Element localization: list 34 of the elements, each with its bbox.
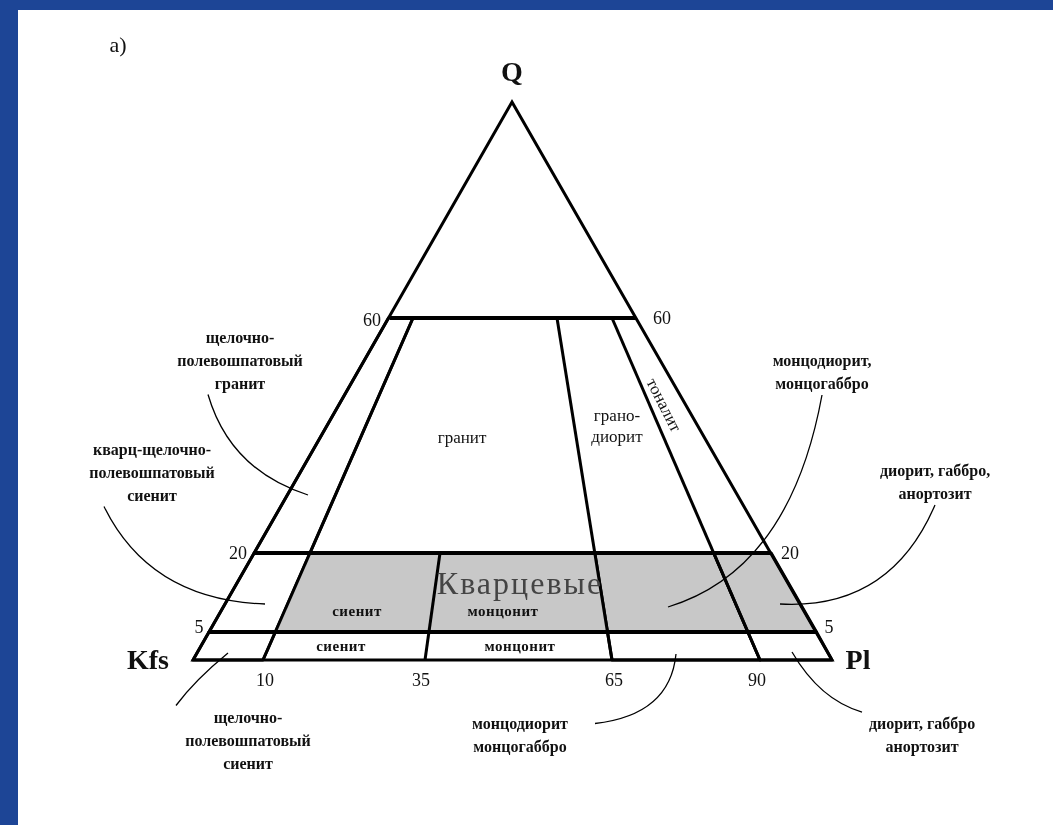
scale-value: 35 [412, 669, 430, 691]
rock-name-label: монцодиорит, монцогаббро [732, 349, 912, 395]
leader-line [779, 504, 936, 605]
field-label: монцонит [467, 601, 539, 621]
rock-name-label: монцодиорит монцогаббро [445, 712, 595, 758]
scale-value: 5 [824, 616, 834, 638]
rock-name-label: щелочно-полевошпатовый сиенит [168, 705, 328, 775]
rock-name-label: щелочно-полевошпатовый гранит [160, 325, 320, 395]
scale-value: 60 [363, 309, 381, 331]
rock-name-label: кварц-щелочно-полевошпатовый сиенит [72, 437, 232, 507]
leader-line [207, 393, 309, 496]
field-label: монцонит [484, 636, 556, 656]
scale-value: 65 [605, 669, 623, 691]
leader-line [594, 653, 677, 725]
caption-letter: a) [109, 32, 127, 58]
leader-line [175, 652, 229, 707]
scale-value: 20 [781, 542, 799, 564]
field-label: грано-диорит [590, 405, 644, 447]
vertex-label: Q [501, 56, 523, 88]
field-label: гранит [437, 426, 487, 448]
rock-name-label: диорит, габбро, анортозит [870, 459, 1000, 505]
scale-value: 90 [748, 669, 766, 691]
rock-name-label: диорит, габбро анортозит [847, 712, 997, 758]
leader-line [791, 651, 863, 713]
leader-line [103, 505, 266, 605]
field-label: сиенит [332, 601, 382, 621]
scale-value: 5 [194, 616, 204, 638]
vertex-label: Pl [845, 644, 871, 676]
scale-value: 10 [256, 669, 274, 691]
scale-value: 20 [229, 542, 247, 564]
leader-line [667, 394, 823, 608]
vertex-label: Kfs [127, 644, 169, 676]
field-label: сиенит [316, 636, 366, 656]
scale-value: 60 [653, 307, 671, 329]
